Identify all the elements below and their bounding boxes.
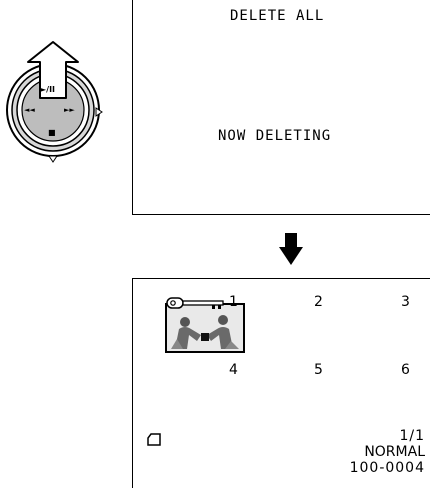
- page-indicator: 1/1: [399, 429, 425, 443]
- quality-label: NORMAL: [364, 445, 425, 459]
- lcd-screen-delete: DELETE ALL NOW DELETING: [132, 0, 430, 215]
- thumbnail-frame[interactable]: [165, 303, 245, 353]
- control-dial: ►/II ◄◄ ►► ■: [0, 40, 106, 170]
- thumbnail-number: 4: [229, 363, 238, 377]
- memory-card-icon: [147, 431, 161, 444]
- lcd-screen-index: 1 2 3 4 5 6 1/1 NORMAL 100-0004: [132, 278, 430, 488]
- now-deleting-message: NOW DELETING: [218, 128, 331, 144]
- thumbnail-image: [167, 305, 243, 351]
- key-icon: [166, 295, 226, 309]
- fast-forward-icon[interactable]: ►►: [64, 106, 75, 114]
- stop-icon[interactable]: ■: [48, 128, 56, 137]
- thumbnail-number: 2: [314, 295, 323, 309]
- thumbnail-number: 6: [401, 363, 410, 377]
- delete-all-title: DELETE ALL: [230, 8, 324, 24]
- rewind-icon[interactable]: ◄◄: [24, 106, 35, 114]
- thumbnail-number: 1: [229, 295, 238, 309]
- down-arrow-icon: [279, 233, 303, 265]
- thumbnail-number: 5: [314, 363, 323, 377]
- thumbnail-number: 3: [401, 295, 410, 309]
- file-number: 100-0004: [350, 461, 425, 475]
- play-pause-icon[interactable]: ►/II: [40, 85, 55, 94]
